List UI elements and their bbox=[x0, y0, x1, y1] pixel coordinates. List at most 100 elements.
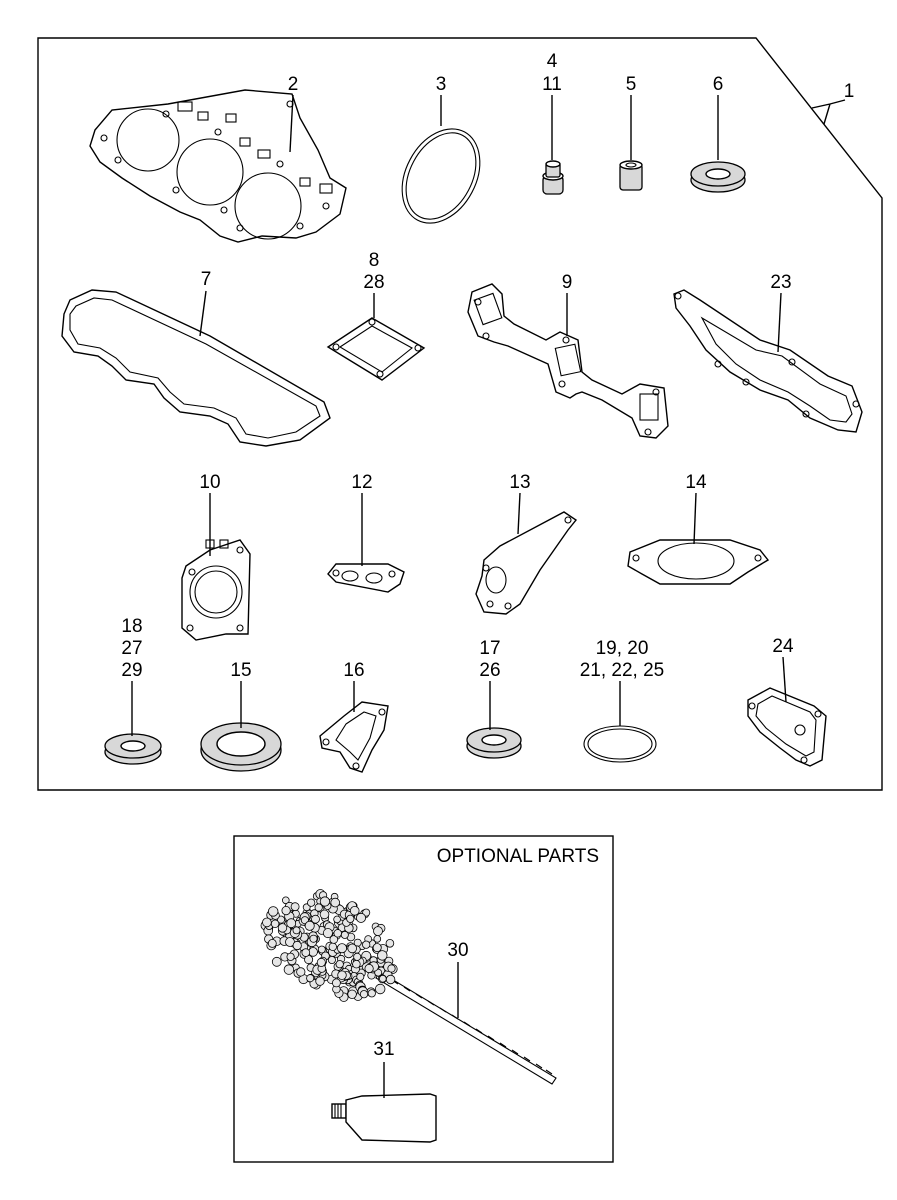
part-12-small-gasket bbox=[327, 563, 405, 593]
callout-31: 31 bbox=[373, 1039, 394, 1060]
brush-bristle-ball bbox=[353, 952, 362, 961]
brush-bristle-ball bbox=[304, 920, 315, 931]
brush-bristle-ball bbox=[349, 905, 360, 916]
part-24-plate-gasket bbox=[747, 687, 827, 767]
part-16-flange-gasket bbox=[319, 701, 389, 773]
brush-bristle-ball bbox=[281, 896, 290, 905]
brush-bristle-ball bbox=[359, 990, 369, 999]
part-10-flange-gasket bbox=[181, 539, 251, 641]
brush-bristle-ball bbox=[387, 964, 396, 973]
part-5-bushing bbox=[619, 160, 643, 191]
part-13-bracket-gasket bbox=[475, 511, 578, 615]
brush-bristle-ball bbox=[327, 956, 336, 965]
part-8-28-square-gasket bbox=[326, 317, 426, 381]
brush-bristle-ball bbox=[377, 950, 388, 961]
part-30-hone-brush bbox=[260, 889, 557, 1085]
callout-10: 10 bbox=[199, 472, 220, 493]
part-17-26-washer bbox=[466, 727, 522, 759]
part-23-intake-gasket bbox=[673, 289, 863, 433]
brush-bristle-ball bbox=[336, 943, 347, 954]
leader-7 bbox=[199, 290, 207, 337]
brush-bristle-ball bbox=[314, 903, 323, 912]
brush-bristle-ball bbox=[340, 930, 349, 939]
gasket-kit-frame bbox=[37, 37, 883, 791]
brush-bristle-ball bbox=[311, 914, 320, 924]
brush-bristle-ball bbox=[286, 918, 297, 929]
part-18-27-29-washer bbox=[104, 733, 162, 765]
leader-1 bbox=[811, 99, 846, 125]
callout-2: 2 bbox=[288, 74, 299, 95]
leader-23 bbox=[777, 292, 782, 353]
callout-17: 17 bbox=[479, 638, 500, 659]
brush-bristle-ball bbox=[385, 974, 396, 985]
brush-bristle-ball bbox=[372, 943, 382, 953]
part-4-11-valve-stem-seal bbox=[542, 160, 564, 195]
callout-24: 24 bbox=[772, 636, 794, 657]
brush-bristle-ball bbox=[307, 898, 316, 907]
callout-5: 5 bbox=[626, 74, 637, 95]
callout-8: 8 bbox=[369, 250, 380, 271]
brush-bristle-ball bbox=[331, 978, 341, 988]
brush-bristle-ball bbox=[296, 967, 306, 977]
brush-bristle-ball bbox=[346, 914, 355, 923]
part-2-head-gasket bbox=[89, 89, 347, 243]
brush-bristle-ball bbox=[301, 948, 311, 957]
brush-bristle-ball bbox=[292, 926, 301, 935]
brush-bristle-ball bbox=[277, 923, 288, 933]
brush-bristle-ball bbox=[385, 938, 395, 948]
brush-bristle-ball bbox=[306, 974, 315, 983]
callout-28: 28 bbox=[363, 272, 384, 293]
part-14-oval-gasket bbox=[627, 539, 770, 585]
brush-bristle-ball bbox=[292, 940, 302, 951]
callout-18: 18 bbox=[121, 616, 142, 637]
callout-4: 4 bbox=[547, 51, 558, 72]
part-7-cover-gasket bbox=[61, 289, 331, 447]
brush-bristle-ball bbox=[267, 939, 277, 948]
brush-bristle-ball bbox=[333, 929, 342, 938]
brush-bristle-ball bbox=[309, 934, 318, 943]
part-15-large-washer bbox=[200, 722, 282, 772]
brush-bristle-ball bbox=[335, 960, 344, 969]
leader-13 bbox=[517, 492, 521, 535]
brush-bristle-ball bbox=[328, 942, 337, 951]
brush-bristle-ball bbox=[347, 943, 358, 954]
callout-23: 23 bbox=[770, 272, 791, 293]
brush-bristle-ball bbox=[268, 906, 279, 917]
part-3-o-ring bbox=[401, 128, 481, 224]
brush-bristle-ball bbox=[337, 970, 347, 980]
brush-bristle-ball bbox=[316, 957, 326, 967]
brush-bristle-ball bbox=[319, 896, 330, 907]
part-31-tube bbox=[331, 1093, 437, 1143]
part-19-25-o-ring bbox=[583, 725, 657, 763]
optional-parts-title: OPTIONAL PARTS bbox=[437, 846, 599, 867]
callout-27: 27 bbox=[121, 638, 142, 659]
callout-6: 6 bbox=[713, 74, 724, 95]
brush-bristle-ball bbox=[367, 989, 376, 998]
brush-bristle-ball bbox=[355, 912, 366, 923]
brush-bristle-ball bbox=[276, 915, 285, 924]
callout-26: 26 bbox=[479, 660, 500, 681]
brush-bristle-ball bbox=[330, 897, 341, 908]
leader-14 bbox=[693, 492, 697, 545]
brush-bristle-ball bbox=[373, 935, 382, 943]
brush-bristle-ball bbox=[378, 974, 387, 983]
callout-14: 14 bbox=[685, 472, 707, 493]
brush-bristle-ball bbox=[356, 972, 365, 981]
brush-bristle-ball bbox=[352, 960, 361, 969]
brush-bristle-ball bbox=[322, 928, 333, 939]
brush-bristle-ball bbox=[373, 926, 383, 936]
brush-bristle-ball bbox=[281, 905, 291, 916]
callout-15: 15 bbox=[230, 660, 251, 681]
leader-2 bbox=[289, 94, 294, 153]
part-9-manifold-gasket bbox=[467, 283, 669, 439]
callout-21-22-25: 21, 22, 25 bbox=[580, 660, 665, 681]
brush-bristle-ball bbox=[347, 989, 357, 1000]
brush-bristle-ball bbox=[283, 964, 295, 975]
callout-19-20: 19, 20 bbox=[596, 638, 649, 659]
leader-24 bbox=[782, 656, 787, 703]
brush-bristle-ball bbox=[319, 909, 330, 920]
brush-bristle-ball bbox=[364, 963, 374, 974]
brush-bristle-ball bbox=[286, 952, 295, 961]
optional-parts-frame bbox=[233, 835, 614, 1163]
